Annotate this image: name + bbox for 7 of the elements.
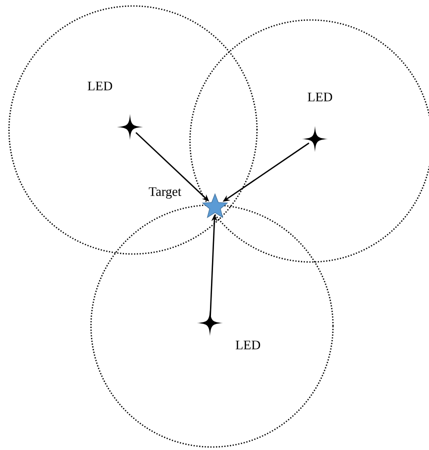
beside-label: LED <box>308 92 332 102</box>
led-star <box>117 114 143 140</box>
led-star <box>302 126 328 152</box>
beside-label: LED <box>88 82 112 90</box>
led-star <box>197 310 223 336</box>
beside-label: LED <box>236 340 260 350</box>
beside-label: Target <box>148 187 182 199</box>
